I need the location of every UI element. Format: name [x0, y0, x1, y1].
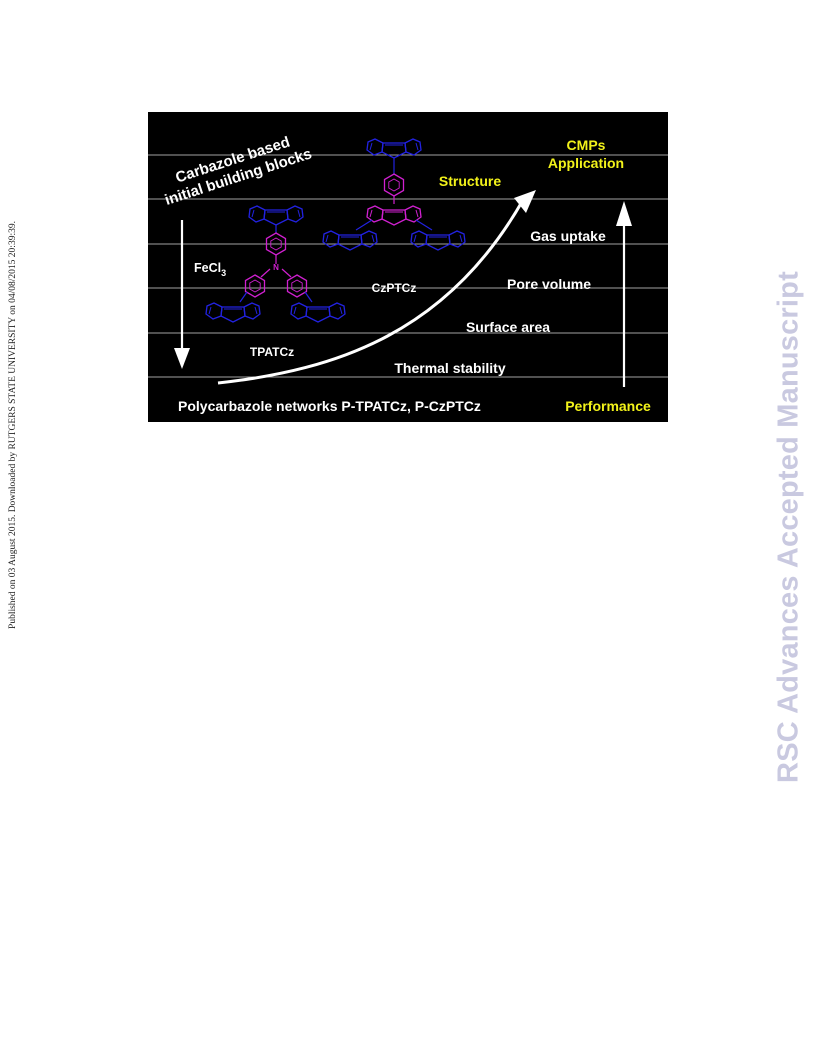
curve-arrow-head-icon: [514, 190, 536, 213]
graphical-abstract-svg: Carbazole based initial building blocks …: [148, 134, 668, 414]
up-arrow-head-icon: [616, 201, 632, 226]
watermark-text: RSC Advances Accepted Manuscript: [772, 271, 805, 783]
monomer-left-label: TPATCz: [250, 345, 294, 359]
reagent-main: FeCl: [194, 261, 221, 275]
side-note-text: Published on 03 August 2015. Downloaded …: [8, 221, 18, 629]
publication-side-note: Published on 03 August 2015. Downloaded …: [4, 190, 22, 660]
property-label: Pore volume: [507, 276, 591, 292]
graphical-abstract: Carbazole based initial building blocks …: [148, 112, 668, 422]
property-label: Surface area: [466, 319, 550, 335]
performance-label: Performance: [565, 398, 651, 414]
building-blocks-title: Carbazole based initial building blocks: [163, 134, 314, 209]
progress-curve-arrow: [217, 199, 525, 385]
application-label: Application: [548, 155, 624, 171]
property-label: Thermal stability: [394, 360, 505, 376]
guide-lines: [148, 154, 668, 378]
reagent-label: FeCl3: [194, 261, 226, 278]
czptcz-molecule-icon: [322, 138, 466, 251]
tpatcz-molecule-icon: N: [205, 205, 346, 323]
svg-text:N: N: [273, 263, 279, 272]
down-arrow-head-icon: [174, 348, 190, 369]
structure-label: Structure: [439, 173, 501, 189]
accepted-manuscript-watermark: RSC Advances Accepted Manuscript: [760, 245, 816, 810]
cmps-label: CMPs: [567, 137, 606, 153]
network-label: Polycarbazole networks P-TPATCz, P-CzPTC…: [178, 398, 481, 414]
reagent-subscript: 3: [221, 268, 226, 278]
monomer-right-label: CzPTCz: [372, 281, 417, 295]
property-label: Gas uptake: [530, 228, 606, 244]
